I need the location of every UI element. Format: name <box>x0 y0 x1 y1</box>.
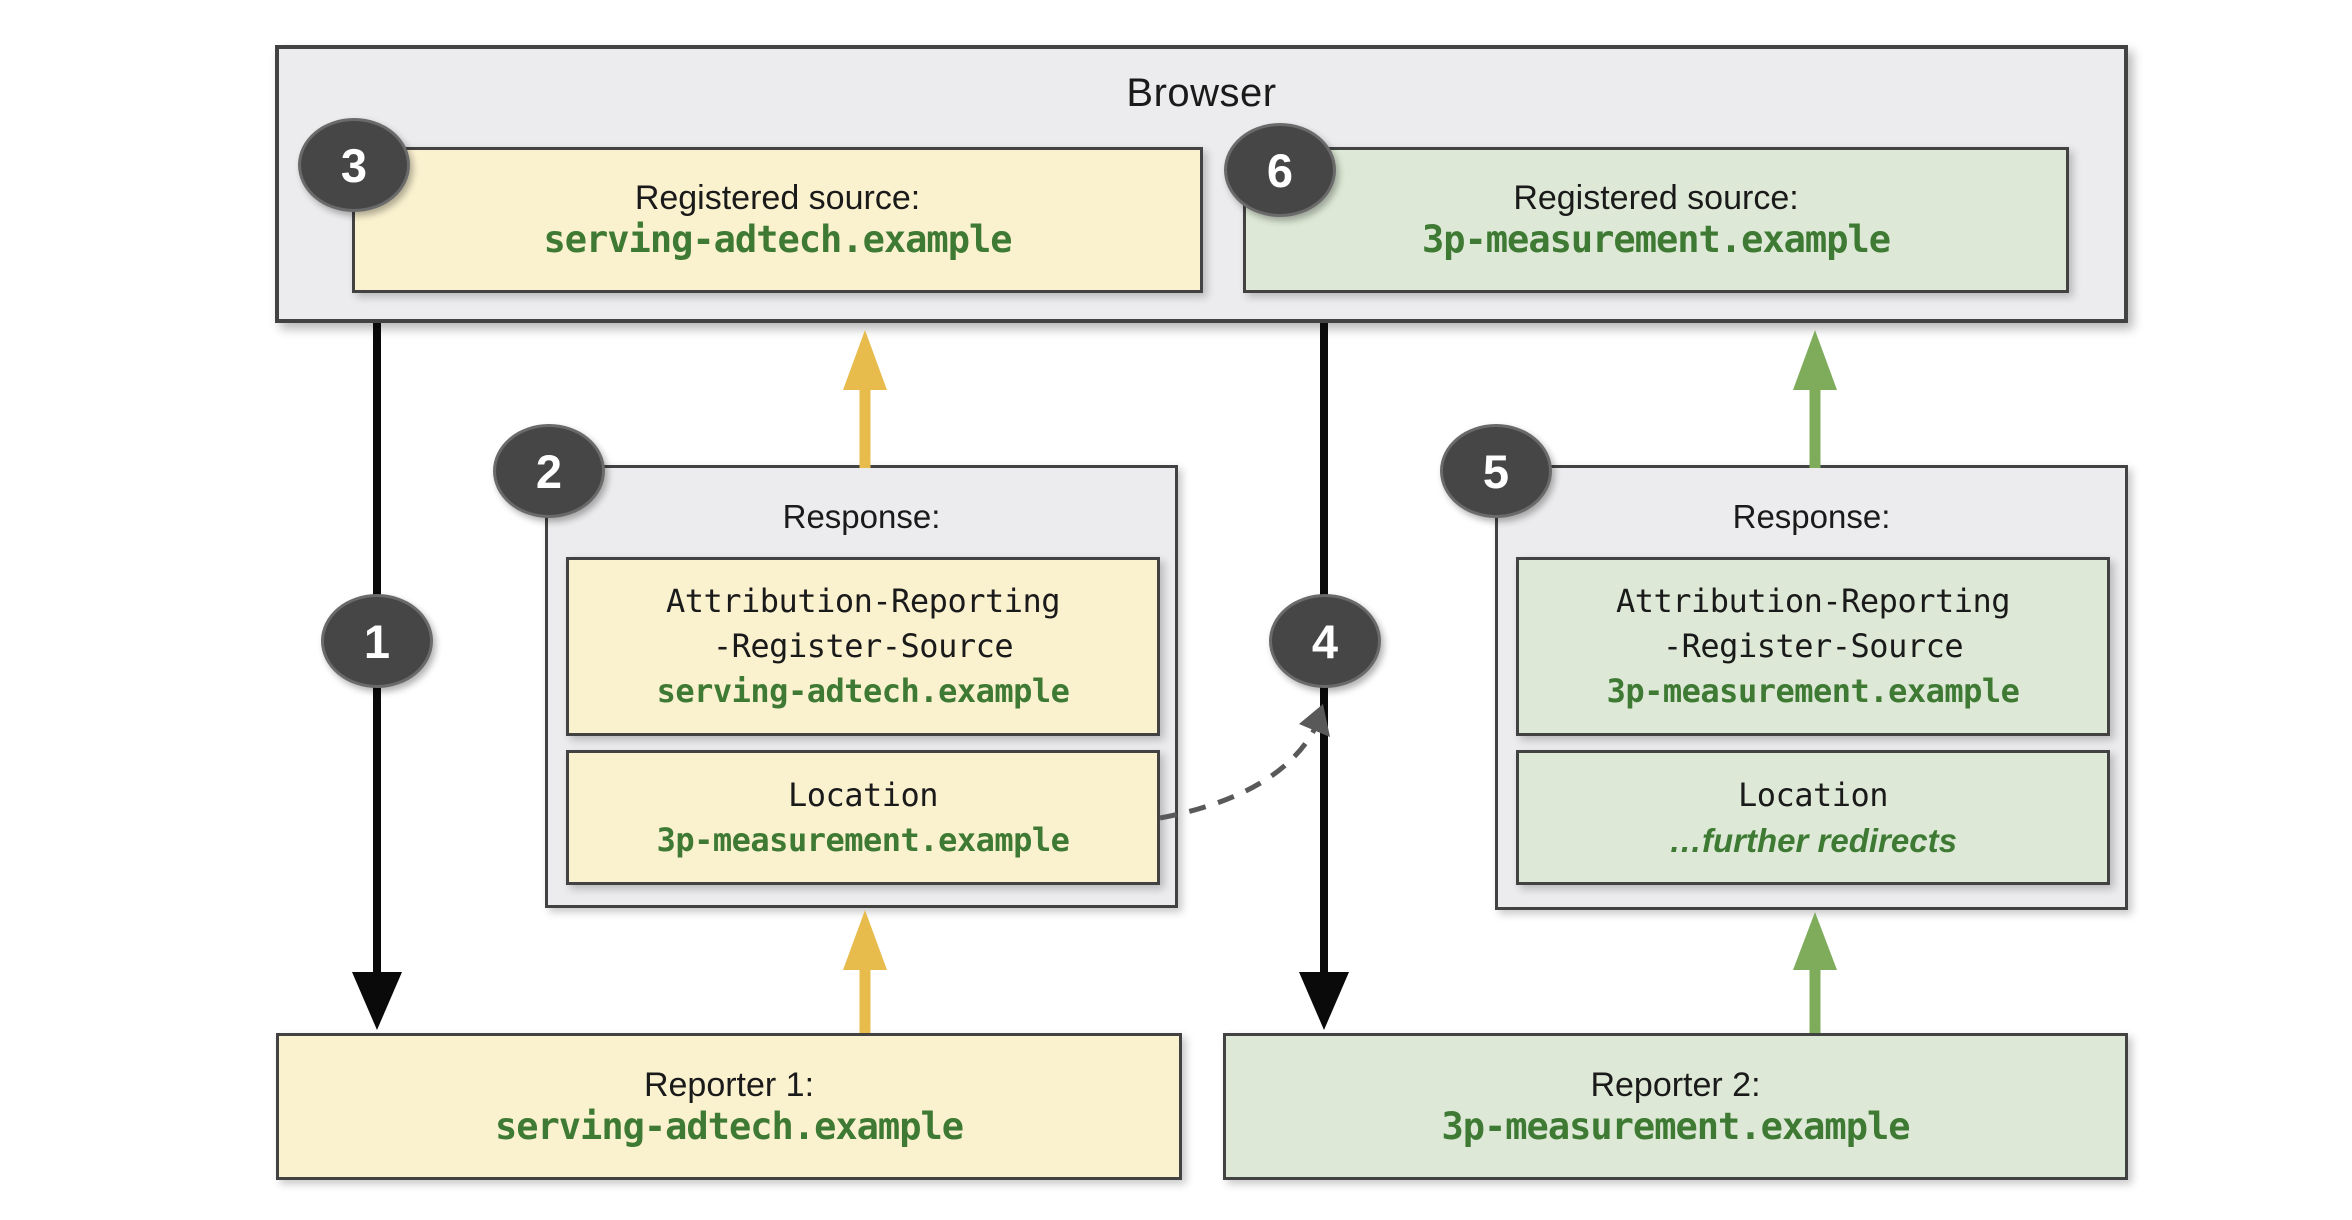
step-badge-4: 4 <box>1269 594 1381 688</box>
register-header-line-2: -Register-Source <box>712 627 1014 665</box>
dashed-redirect-curve <box>1159 719 1322 821</box>
response-1-location-box: Location 3p-measurement.example <box>566 750 1160 885</box>
registered-source-2-label: Registered source: <box>1513 179 1799 217</box>
reporter-2-domain: 3p-measurement.example <box>1441 1104 1910 1148</box>
location-value: 3p-measurement.example <box>656 820 1070 859</box>
registered-source-1-box: Registered source: serving-adtech.exampl… <box>352 147 1203 293</box>
arrow-browser-to-reporter2-head <box>1299 972 1349 1030</box>
reporter-1-label: Reporter 1: <box>643 1065 815 1104</box>
response-2-location-box: Location …further redirects <box>1516 750 2110 885</box>
registered-source-1-domain: serving-adtech.example <box>543 218 1012 261</box>
register-header-line-2: -Register-Source <box>1662 627 1964 665</box>
register-header-line-1: Attribution-Reporting <box>1615 582 2011 620</box>
browser-title: Browser <box>1126 71 1277 115</box>
location-label: Location <box>1737 775 1889 814</box>
registered-source-2-box: Registered source: 3p-measurement.exampl… <box>1243 147 2069 293</box>
arrow-response2-to-browser-head <box>1793 330 1837 390</box>
step-badge-5: 5 <box>1440 424 1552 518</box>
reporter-1-domain: serving-adtech.example <box>494 1104 964 1148</box>
arrow-browser-to-reporter1-head <box>352 972 402 1030</box>
response-2-box: Response: Attribution-Reporting -Registe… <box>1495 465 2128 910</box>
step-badge-2: 2 <box>493 424 605 518</box>
registered-source-2-domain: 3p-measurement.example <box>1421 218 1891 261</box>
location-label: Location <box>787 775 939 814</box>
arrow-reporter1-to-response1-head <box>843 910 887 970</box>
step-badge-3: 3 <box>298 118 410 212</box>
step-badge-1: 1 <box>321 594 433 688</box>
arrow-response1-to-browser-head <box>843 330 887 390</box>
register-header-value: serving-adtech.example <box>656 672 1070 710</box>
register-header-line-1: Attribution-Reporting <box>665 582 1061 620</box>
reporter-1-box: Reporter 1: serving-adtech.example <box>276 1033 1182 1180</box>
arrow-reporter2-to-response2-head <box>1793 912 1837 970</box>
dashed-redirect-curve-head <box>1299 704 1330 737</box>
registered-source-1-label: Registered source: <box>634 179 921 217</box>
response-2-register-header-box: Attribution-Reporting -Register-Source 3… <box>1516 557 2110 736</box>
reporter-2-label: Reporter 2: <box>1590 1065 1761 1104</box>
response-1-title: Response: <box>782 498 941 535</box>
reporter-2-box: Reporter 2: 3p-measurement.example <box>1223 1033 2128 1180</box>
register-header-value: 3p-measurement.example <box>1606 672 2020 710</box>
response-2-title: Response: <box>1732 498 1891 535</box>
location-value-further-redirects: …further redirects <box>1669 821 1957 859</box>
step-badge-6: 6 <box>1224 123 1336 217</box>
response-1-box: Response: Attribution-Reporting -Registe… <box>545 465 1178 908</box>
response-1-register-header-box: Attribution-Reporting -Register-Source s… <box>566 557 1160 736</box>
